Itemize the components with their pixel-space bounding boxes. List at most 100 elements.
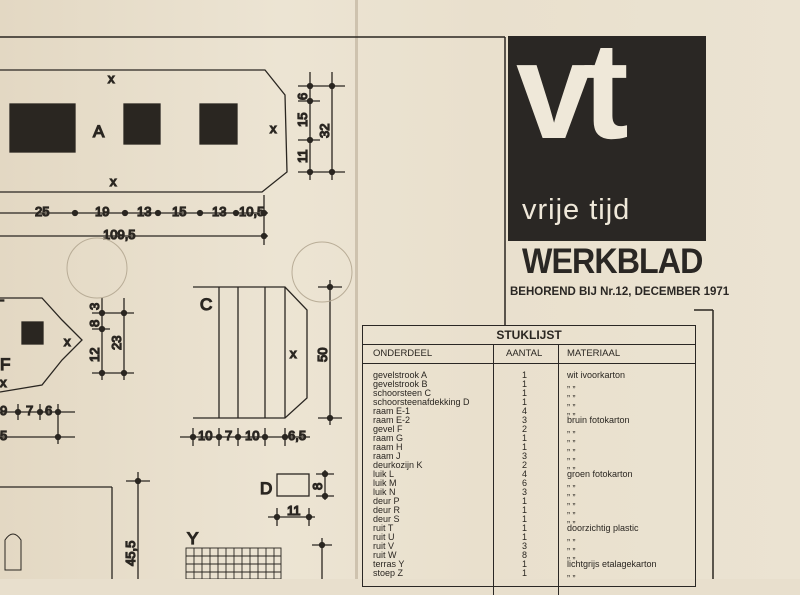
header-divider	[363, 363, 695, 364]
quantity: 1	[522, 433, 528, 443]
table-row: ruit U 1 „ „	[363, 533, 695, 542]
dimension-label: 12	[87, 348, 102, 362]
column-divider	[558, 345, 559, 595]
quantity: 3	[522, 451, 528, 461]
material: „ „	[567, 388, 576, 398]
material: „ „	[567, 406, 576, 416]
part-name: ruit T	[373, 523, 394, 533]
part-f-bottom-dimensions	[0, 404, 75, 444]
part-c-bottom-dimensions	[180, 428, 310, 446]
dimension-label: 7	[225, 428, 232, 443]
quantity: 3	[522, 487, 528, 497]
dimension-label: 11	[295, 150, 310, 164]
dimension-total: 109,5	[103, 227, 136, 242]
part-name: ruit W	[373, 550, 397, 560]
dimension-label: 7	[26, 403, 33, 418]
part-name: luik N	[373, 487, 396, 497]
dimension-dot	[134, 477, 142, 485]
bleed-through-mark	[66, 237, 128, 299]
part-name: gevelstrook B	[373, 379, 428, 389]
part-name: deur P	[373, 496, 400, 506]
quantity: 3	[522, 541, 528, 551]
material: „ „	[567, 487, 576, 497]
dimension-label: 10,5	[239, 204, 264, 219]
dimension-label: 6	[45, 403, 52, 418]
cut-mark: x	[0, 375, 7, 390]
quantity: 1	[522, 379, 528, 389]
part-name: deur S	[373, 514, 400, 524]
material: lichtgrijs etalagekarton	[567, 559, 657, 569]
table-row: terras Y 1 lichtgrijs etalagekarton	[363, 560, 695, 569]
part-name: gevelstrook A	[373, 370, 428, 380]
window-hole	[9, 103, 76, 153]
table-row: luik N 3 „ „	[363, 488, 695, 497]
quantity: 1	[522, 388, 528, 398]
part-name: gevel F	[373, 424, 403, 434]
table-row: ruit T 1 doorzichtig plastic	[363, 524, 695, 533]
quantity: 1	[522, 370, 528, 380]
material: „ „	[567, 550, 576, 560]
part-name: raam H	[373, 442, 403, 452]
quantity: 1	[522, 514, 528, 524]
part-name: terras Y	[373, 559, 405, 569]
part-name: luik L	[373, 469, 395, 479]
quantity: 1	[522, 397, 528, 407]
dimension-label: 13	[212, 204, 226, 219]
quantity: 4	[522, 406, 528, 416]
part-c-right-dimension	[318, 280, 342, 425]
part-a-bottom-dimensions	[0, 195, 268, 245]
material: groen fotokarton	[567, 469, 633, 479]
column-divider	[493, 345, 494, 595]
dimension-label: 11	[287, 503, 301, 518]
part-c-label: C	[200, 295, 212, 314]
dimension-label: 3	[87, 303, 102, 310]
material: „ „	[567, 433, 576, 443]
quantity: 1	[522, 523, 528, 533]
material: „ „	[567, 460, 576, 470]
window-hole	[199, 103, 238, 145]
cut-mark: x	[110, 174, 117, 189]
material: doorzichtig plastic	[567, 523, 639, 533]
faint-shape	[4, 533, 22, 571]
vrije-tijd-logo: vt vrije tijd	[508, 22, 706, 241]
part-name: schoorsteen C	[373, 388, 432, 398]
part-name: ruit U	[373, 532, 395, 542]
dimension-label: 50	[315, 348, 330, 362]
cut-mark: x	[64, 334, 71, 349]
dimension-label: 10	[198, 428, 212, 443]
material: „ „	[567, 541, 576, 551]
table-row: ruit V 3 „ „	[363, 542, 695, 551]
part-d-label: D	[260, 479, 272, 498]
part-name: luik M	[373, 478, 397, 488]
quantity: 1	[522, 568, 528, 578]
material: „ „	[567, 532, 576, 542]
material: „ „	[567, 478, 576, 488]
part-d-rect	[276, 473, 310, 497]
page-title: WERKBLAD	[522, 242, 703, 281]
table-title: STUKLIJST	[363, 326, 695, 345]
column-header-part: ONDERDEEL	[373, 348, 433, 359]
dimension-dot	[318, 541, 326, 549]
part-c-chimney	[193, 286, 308, 419]
dimension-label: 15	[172, 204, 186, 219]
dimension-label: 6,5	[288, 428, 306, 443]
window-hole	[123, 103, 161, 145]
page-fold	[355, 0, 358, 579]
dimension-label: 19	[95, 204, 109, 219]
quantity: 1	[522, 559, 528, 569]
part-y-label: Y	[187, 529, 198, 548]
part-name: ruit V	[373, 541, 395, 551]
dimension-total: 32	[317, 124, 332, 138]
quantity: 1	[522, 505, 528, 515]
cut-mark: x	[270, 121, 277, 136]
part-name: schoorsteenafdekking D	[373, 397, 470, 407]
quantity: 1	[522, 532, 528, 542]
